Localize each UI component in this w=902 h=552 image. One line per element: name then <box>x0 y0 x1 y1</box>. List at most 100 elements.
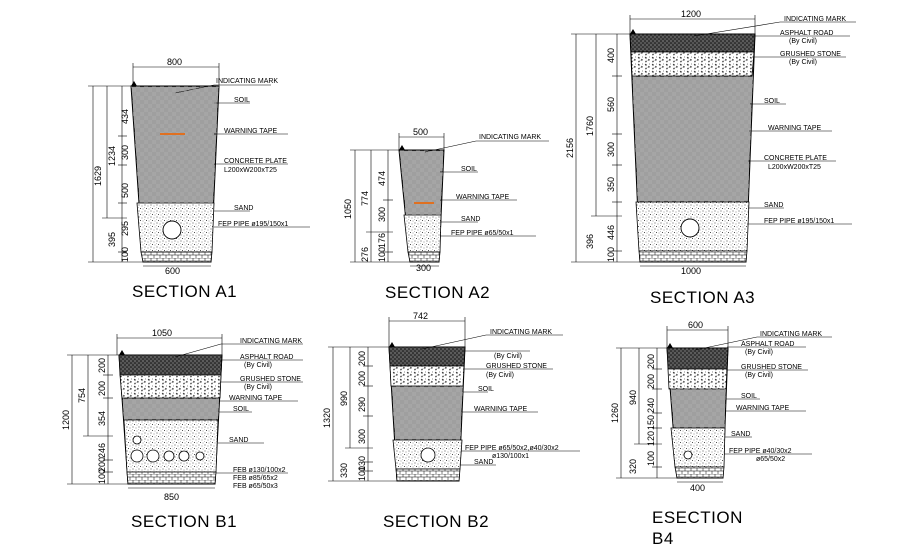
b4-dim-1: 200 <box>646 354 656 369</box>
a3-dim-6: 100 <box>606 247 616 262</box>
b2-total-depth: 1320 <box>322 408 332 428</box>
b2-section-title: SECTION B2 <box>383 512 489 531</box>
b4-lower-depth: 320 <box>628 459 638 474</box>
b1-label-asphalt: ASPHALT ROAD <box>240 354 293 361</box>
b4-label-indicating-mark: INDICATING MARK <box>760 331 822 338</box>
a3-dim-4: 350 <box>606 177 616 192</box>
b1-label-pipe-2: FEB ø85/65x2 <box>233 475 278 482</box>
b4-label-crushed: GRUSHED STONE <box>741 364 802 371</box>
a2-dim-1: 474 <box>377 171 387 186</box>
b4-dim-3: 240 <box>646 398 656 413</box>
a2-dim-2: 300 <box>377 207 387 222</box>
b1-dim-4: 246 <box>97 443 107 458</box>
b4-total-depth: 1260 <box>610 403 620 423</box>
b2-label-indicating-mark: INDICATING MARK <box>490 329 552 336</box>
section-b1: 1050 850 1200 754 200 200 354 246 <box>61 328 303 531</box>
b1-label-pipe-3: FEB ø65/50x3 <box>233 483 278 490</box>
a1-bottom-width: 600 <box>165 266 180 276</box>
section-b4: 600 400 1260 940 320 200 200 240 150 120… <box>610 320 832 548</box>
b1-upper-depth: 754 <box>77 388 87 403</box>
a3-label-sand: SAND <box>764 202 783 209</box>
a1-label-indicating-mark: INDICATING MARK <box>216 78 278 85</box>
a1-dim-4: 295 <box>120 221 130 236</box>
b1-bottom-width: 850 <box>164 492 179 502</box>
a3-label-warning-tape: WARNING TAPE <box>768 125 821 132</box>
a1-label-warning-tape: WARNING TAPE <box>224 128 277 135</box>
a3-label-indicating-mark: INDICATING MARK <box>784 16 846 23</box>
b4-label-by-civil-1: (By Civil) <box>745 349 773 356</box>
b4-label-by-civil-2: (By Civil) <box>745 372 773 379</box>
b2-dim-5: 130 <box>357 456 367 471</box>
b4-label-pipe-b: ø65/50x2 <box>756 456 785 463</box>
a1-label-soil: SOIL <box>234 97 250 104</box>
section-a3: 1200 1000 2156 1760 396 400 560 300 350 … <box>565 9 856 307</box>
a3-label-pipe: FEP PIPE ø195/150x1 <box>764 218 834 225</box>
b2-dim-3: 290 <box>357 397 367 412</box>
a1-section-title: SECTION A1 <box>132 282 237 301</box>
b1-label-sand: SAND <box>229 437 248 444</box>
a2-label-sand: SAND <box>461 216 480 223</box>
b4-label-sand: SAND <box>731 431 750 438</box>
a1-label-pipe: FEP PIPE ø195/150x1 <box>218 221 288 228</box>
b2-dim-4: 300 <box>357 429 367 444</box>
b4-dim-5: 120 <box>646 431 656 446</box>
b2-label-by-civil-2: (By Civil) <box>486 372 514 379</box>
a2-total-depth: 1050 <box>343 199 353 219</box>
a3-label-by-civil-1: (By Civil) <box>789 38 817 45</box>
b1-label-indicating-mark: INDICATING MARK <box>240 338 302 345</box>
b2-label-crushed: GRUSHED STONE <box>486 363 547 370</box>
a2-label-indicating-mark: INDICATING MARK <box>479 134 541 141</box>
a2-dim-4: 100 <box>377 247 387 262</box>
a1-label-sand: SAND <box>234 205 253 212</box>
a2-dim-3: 176 <box>377 233 387 248</box>
a1-label-concrete-plate-size: L200xW200xT25 <box>224 167 277 174</box>
a3-section-title: SECTION A3 <box>650 288 755 307</box>
b4-label-warning-tape: WARNING TAPE <box>736 405 789 412</box>
b4-upper-depth: 940 <box>628 390 638 405</box>
b4-top-width: 600 <box>688 320 703 330</box>
b2-label-pipe-b: ø130/100x1 <box>492 453 529 460</box>
a2-lower-depth: 276 <box>360 247 370 262</box>
section-a2: 500 300 1050 774 276 474 300 176 100 IND… <box>343 127 549 302</box>
a1-pipe-icon <box>162 220 182 240</box>
b1-dim-3: 354 <box>97 411 107 426</box>
b1-section-title: SECTION B1 <box>131 512 237 531</box>
b4-label-pipe: FEP PIPE ø40/30x2 <box>729 448 792 455</box>
b4-bottom-width: 400 <box>690 483 705 493</box>
a2-bottom-width: 300 <box>416 263 431 273</box>
b2-label-soil: SOIL <box>478 386 494 393</box>
b1-pipe-group <box>130 435 205 463</box>
a1-upper-depth: 1234 <box>107 146 117 166</box>
b4-dim-6: 100 <box>646 451 656 466</box>
b4-dim-4: 150 <box>646 415 656 430</box>
a3-top-width: 1200 <box>681 9 701 19</box>
b2-dim-6: 100 <box>357 466 367 481</box>
b4-dim-2: 200 <box>646 374 656 389</box>
b1-dim-1: 200 <box>97 358 107 373</box>
a3-lower-depth: 396 <box>585 234 595 249</box>
b2-upper-depth: 990 <box>339 391 349 406</box>
a2-label-pipe: FEP PIPE ø65/50x1 <box>451 230 514 237</box>
a3-label-concrete-plate: CONCRETE PLATE <box>764 155 827 162</box>
a3-bottom-width: 1000 <box>681 266 701 276</box>
a2-label-soil: SOIL <box>461 166 477 173</box>
a1-dim-2: 300 <box>120 145 130 160</box>
b2-pipe-icon <box>420 447 436 463</box>
section-a1: 800 600 1629 1234 395 434 300 500 295 10… <box>88 57 310 301</box>
a2-label-warning-tape: WARNING TAPE <box>456 194 509 201</box>
a1-dim-3: 500 <box>120 183 130 198</box>
b1-label-by-civil-1: (By Civil) <box>244 362 272 369</box>
b2-label-warning-tape: WARNING TAPE <box>474 406 527 413</box>
b2-dim-1: 200 <box>357 351 367 366</box>
a3-dim-2: 560 <box>606 97 616 112</box>
b1-dim-2: 200 <box>97 381 107 396</box>
a3-pipe-icon <box>680 218 700 238</box>
a1-top-width: 800 <box>167 57 182 67</box>
a1-total-depth: 1629 <box>93 166 103 186</box>
b4-section-title: ESECTION <box>652 508 743 527</box>
a3-label-concrete-plate-size: L200xW200xT25 <box>768 164 821 171</box>
b2-lower-depth: 330 <box>339 463 349 478</box>
b2-top-width: 742 <box>413 311 428 321</box>
a3-upper-depth: 1760 <box>585 116 595 136</box>
b1-label-by-civil-2: (By Civil) <box>244 384 272 391</box>
